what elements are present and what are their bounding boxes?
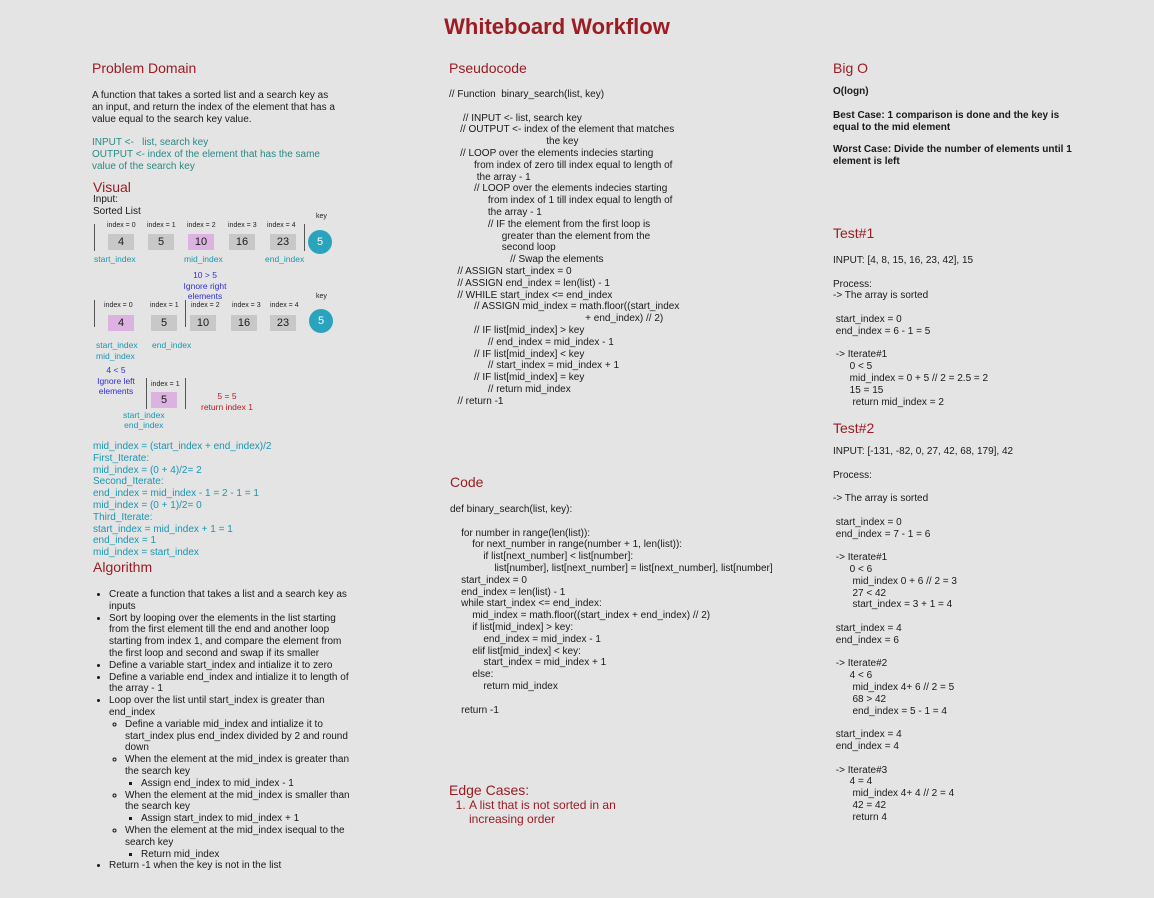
list-item: When the element at the mid_index is gre… (125, 754, 353, 789)
visual-heading: Visual (93, 179, 131, 195)
list-item: Assign start_index to mid_index + 1 (141, 813, 353, 825)
code-text: def binary_search(list, key): for number… (450, 504, 773, 716)
code-heading: Code (450, 474, 484, 490)
problem-domain-heading: Problem Domain (92, 60, 197, 76)
divider (304, 224, 305, 251)
index-label: index = 3 (228, 222, 257, 229)
list-item: A list that is not sorted in an increasi… (469, 798, 669, 826)
index-label: index = 1 (151, 381, 180, 388)
index-label: index = 4 (270, 302, 299, 309)
big-o-worst-case: Worst Case: Divide the number of element… (833, 144, 1072, 167)
key-label: key (316, 293, 327, 300)
index-label: index = 1 (150, 302, 179, 309)
big-o-best-case: Best Case: 1 comparison is done and the … (833, 110, 1060, 133)
array-cell: 16 (231, 315, 257, 331)
array-cell-highlighted: 4 (108, 315, 134, 331)
big-o-heading: Big O (833, 60, 869, 76)
key-circle: 5 (308, 230, 332, 254)
result-note: 5 = 5 return index 1 (201, 391, 253, 412)
divider (185, 300, 186, 327)
algorithm-list: Create a function that takes a list and … (93, 589, 353, 872)
visual-intro: Input: Sorted List (93, 194, 141, 217)
array-cell: 23 (270, 234, 296, 250)
list-item-text: Loop over the list until start_index is … (109, 695, 325, 718)
note-ignore-right: 10 > 5 Ignore right elements (183, 270, 227, 301)
index-label: index = 3 (232, 302, 261, 309)
array-cell: 23 (270, 315, 296, 331)
test2-heading: Test#2 (833, 420, 875, 436)
list-item: Return mid_index (141, 849, 353, 861)
divider (185, 378, 186, 409)
pseudocode-text: // Function binary_search(list, key) // … (449, 89, 680, 407)
list-item: Loop over the list until start_index is … (109, 695, 353, 860)
array-cell: 16 (229, 234, 255, 250)
index-label: index = 0 (107, 222, 136, 229)
pseudocode-heading: Pseudocode (449, 60, 527, 76)
list-item-text: When the element at the mid_index isequa… (125, 824, 345, 848)
list-item: Create a function that takes a list and … (109, 589, 353, 613)
end-index-label: end_index (152, 340, 192, 350)
list-item: Sort by looping over the elements in the… (109, 613, 353, 660)
index-label: index = 2 (187, 222, 216, 229)
start-mid-index-label: start_index mid_index (96, 340, 138, 361)
array-cell: 5 (148, 234, 174, 250)
list-item: When the element at the mid_index is sma… (125, 790, 353, 825)
index-label: index = 0 (104, 302, 133, 309)
array-cell: 4 (108, 234, 134, 250)
key-circle: 5 (309, 309, 333, 333)
visual-calculation: mid_index = (start_index + end_index)/2 … (93, 441, 272, 559)
list-item-text: When the element at the mid_index is gre… (125, 754, 350, 777)
list-item: When the element at the mid_index isequa… (125, 825, 353, 860)
edge-cases-heading: Edge Cases: (449, 782, 530, 798)
divider (94, 224, 95, 251)
start-index-label: start_index (94, 254, 136, 264)
start-end-index-label: start_index end_index (123, 410, 165, 430)
test1-heading: Test#1 (833, 225, 875, 241)
key-label: key (316, 213, 327, 220)
list-item: Define a variable end_index and intializ… (109, 672, 353, 696)
divider (146, 378, 147, 409)
list-item: Assign end_index to mid_index - 1 (141, 778, 353, 790)
list-item: Define a variable start_index and intial… (109, 660, 353, 672)
test2-text: INPUT: [-131, -82, 0, 27, 42, 68, 179], … (833, 446, 1014, 823)
problem-domain-io: INPUT <- list, search key OUTPUT <- inde… (92, 137, 320, 172)
big-o-complexity: O(logn) (833, 86, 869, 97)
index-label: index = 2 (191, 302, 220, 309)
mid-index-label: mid_index (184, 254, 223, 264)
index-label: index = 1 (147, 222, 176, 229)
algorithm-heading: Algorithm (93, 559, 153, 575)
end-index-label: end_index (265, 254, 305, 264)
index-label: index = 4 (267, 222, 296, 229)
note-ignore-left: 4 < 5 Ignore left elements (97, 365, 135, 396)
list-item: Define a variable mid_index and intializ… (125, 719, 353, 754)
page-title: Whiteboard Workflow (444, 14, 670, 39)
test1-text: INPUT: [4, 8, 15, 16, 23, 42], 15 Proces… (833, 255, 989, 408)
array-cell-highlighted: 5 (151, 392, 177, 408)
array-cell-highlighted: 10 (188, 234, 214, 250)
array-cell: 10 (190, 315, 216, 331)
list-item: Return -1 when the key is not in the lis… (109, 860, 353, 872)
edge-cases-list: A list that is not sorted in an increasi… (449, 798, 669, 826)
list-item-text: When the element at the mid_index is sma… (125, 789, 350, 813)
divider (94, 300, 95, 327)
array-cell: 5 (151, 315, 177, 331)
problem-domain-description: A function that takes a sorted list and … (92, 90, 335, 125)
